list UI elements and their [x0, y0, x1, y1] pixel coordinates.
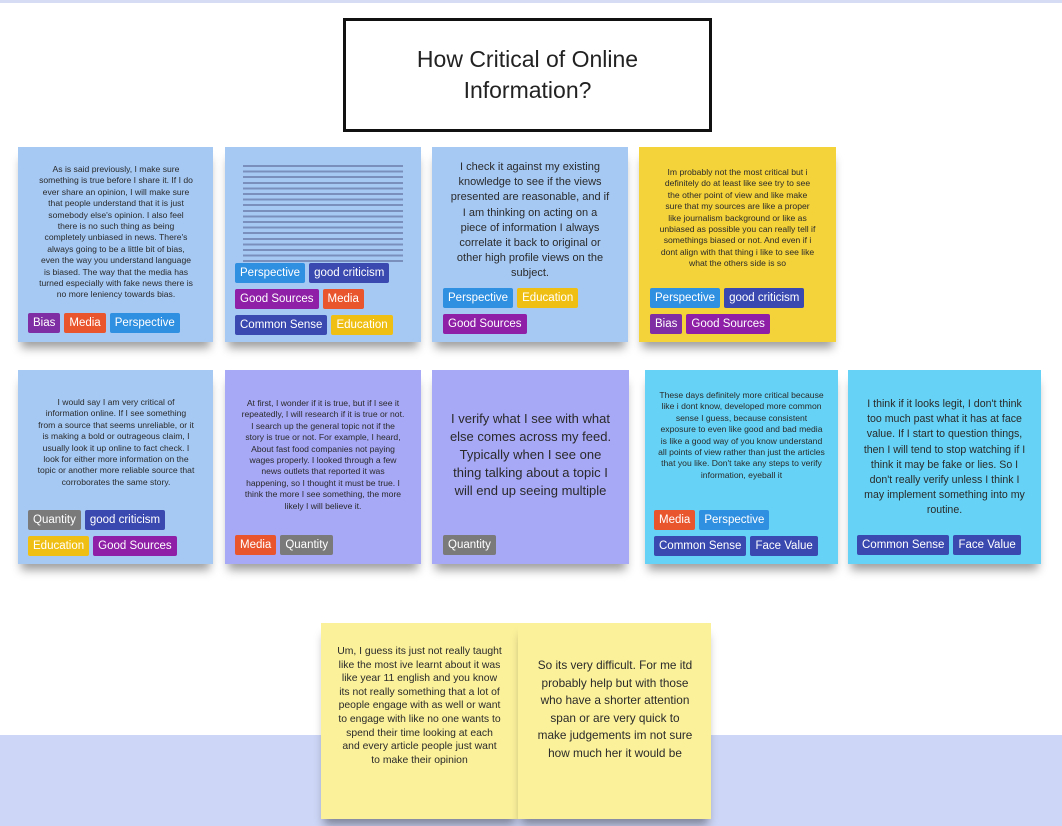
note-text: So its very difficult. For me itd probab… — [537, 658, 693, 760]
tag-media[interactable]: Media — [322, 289, 364, 309]
note-text: I think if it looks legit, I don't think… — [863, 398, 1026, 517]
sticky-note[interactable]: I verify what I see with what else comes… — [432, 370, 629, 564]
tag-good-sources[interactable]: Good Sources — [443, 314, 527, 334]
note-text: Um, I guess its just not really taught l… — [337, 646, 502, 766]
tag-good-criticism[interactable]: good criticism — [84, 510, 166, 530]
tag-common-sense[interactable]: Common Sense — [857, 535, 950, 555]
sticky-note[interactable]: As is said previously, I make sure somet… — [18, 147, 213, 342]
board-title[interactable]: How Critical of Online Information? — [343, 18, 712, 132]
tag-good-sources[interactable]: Good Sources — [235, 289, 319, 309]
tag-quantity[interactable]: Quantity — [280, 535, 334, 555]
note-text: I check it against my existing knowledge… — [450, 161, 610, 280]
sticky-note[interactable]: Um, I guess its just not really taught l… — [321, 623, 518, 819]
tag-quantity[interactable]: Quantity — [28, 510, 81, 530]
tag-media[interactable]: Media — [235, 535, 277, 555]
sticky-note[interactable]: Im probably not the most critical but i … — [639, 147, 836, 342]
board-top-edge — [0, 0, 1062, 3]
tag-media[interactable]: Media — [64, 313, 106, 333]
tag-perspective[interactable]: Perspective — [235, 263, 306, 283]
tag-common-sense[interactable]: Common Sense — [654, 536, 747, 556]
sticky-note[interactable]: I check it against my existing knowledge… — [432, 147, 628, 342]
tag-good-criticism[interactable]: good criticism — [724, 288, 805, 308]
note-text: Im probably not the most critical but i … — [659, 167, 816, 269]
sticky-note[interactable]: I would say I am very critical of inform… — [18, 370, 213, 564]
tag-good-sources[interactable]: Good Sources — [686, 314, 770, 334]
tag-perspective[interactable]: Perspective — [699, 510, 770, 530]
note-text: I would say I am very critical of inform… — [37, 397, 195, 487]
note-text: At first, I wonder if it is true, but if… — [241, 398, 405, 511]
note-text: These days definitely more critical beca… — [658, 390, 825, 480]
tag-perspective[interactable]: Perspective — [650, 288, 721, 308]
note-text: I verify what I see with what else comes… — [449, 411, 612, 498]
tag-face-value[interactable]: Face Value — [750, 536, 818, 556]
tag-face-value[interactable]: Face Value — [953, 535, 1021, 555]
sticky-note[interactable]: These days definitely more critical beca… — [645, 370, 838, 564]
tag-media[interactable]: Media — [654, 510, 696, 530]
tag-perspective[interactable]: Perspective — [443, 288, 514, 308]
tag-education[interactable]: Education — [28, 536, 90, 556]
sticky-note[interactable]: So its very difficult. For me itd probab… — [518, 623, 711, 819]
tag-bias[interactable]: Bias — [28, 313, 61, 333]
tag-quantity[interactable]: Quantity — [443, 535, 496, 555]
tag-good-sources[interactable]: Good Sources — [93, 536, 177, 556]
tag-education[interactable]: Education — [331, 315, 393, 335]
tag-perspective[interactable]: Perspective — [109, 313, 180, 333]
note-tags: Quantity — [443, 535, 623, 555]
tag-common-sense[interactable]: Common Sense — [235, 315, 328, 335]
sticky-note[interactable]: I think if it looks legit, I don't think… — [848, 370, 1041, 564]
tag-bias[interactable]: Bias — [650, 314, 683, 334]
note-text: As is said previously, I make sure somet… — [39, 164, 193, 300]
tag-education[interactable]: Education — [517, 288, 579, 308]
tag-good-criticism[interactable]: good criticism — [309, 263, 390, 283]
sticky-note[interactable]: At first, I wonder if it is true, but if… — [225, 370, 421, 564]
illegible-note-text — [243, 165, 403, 262]
